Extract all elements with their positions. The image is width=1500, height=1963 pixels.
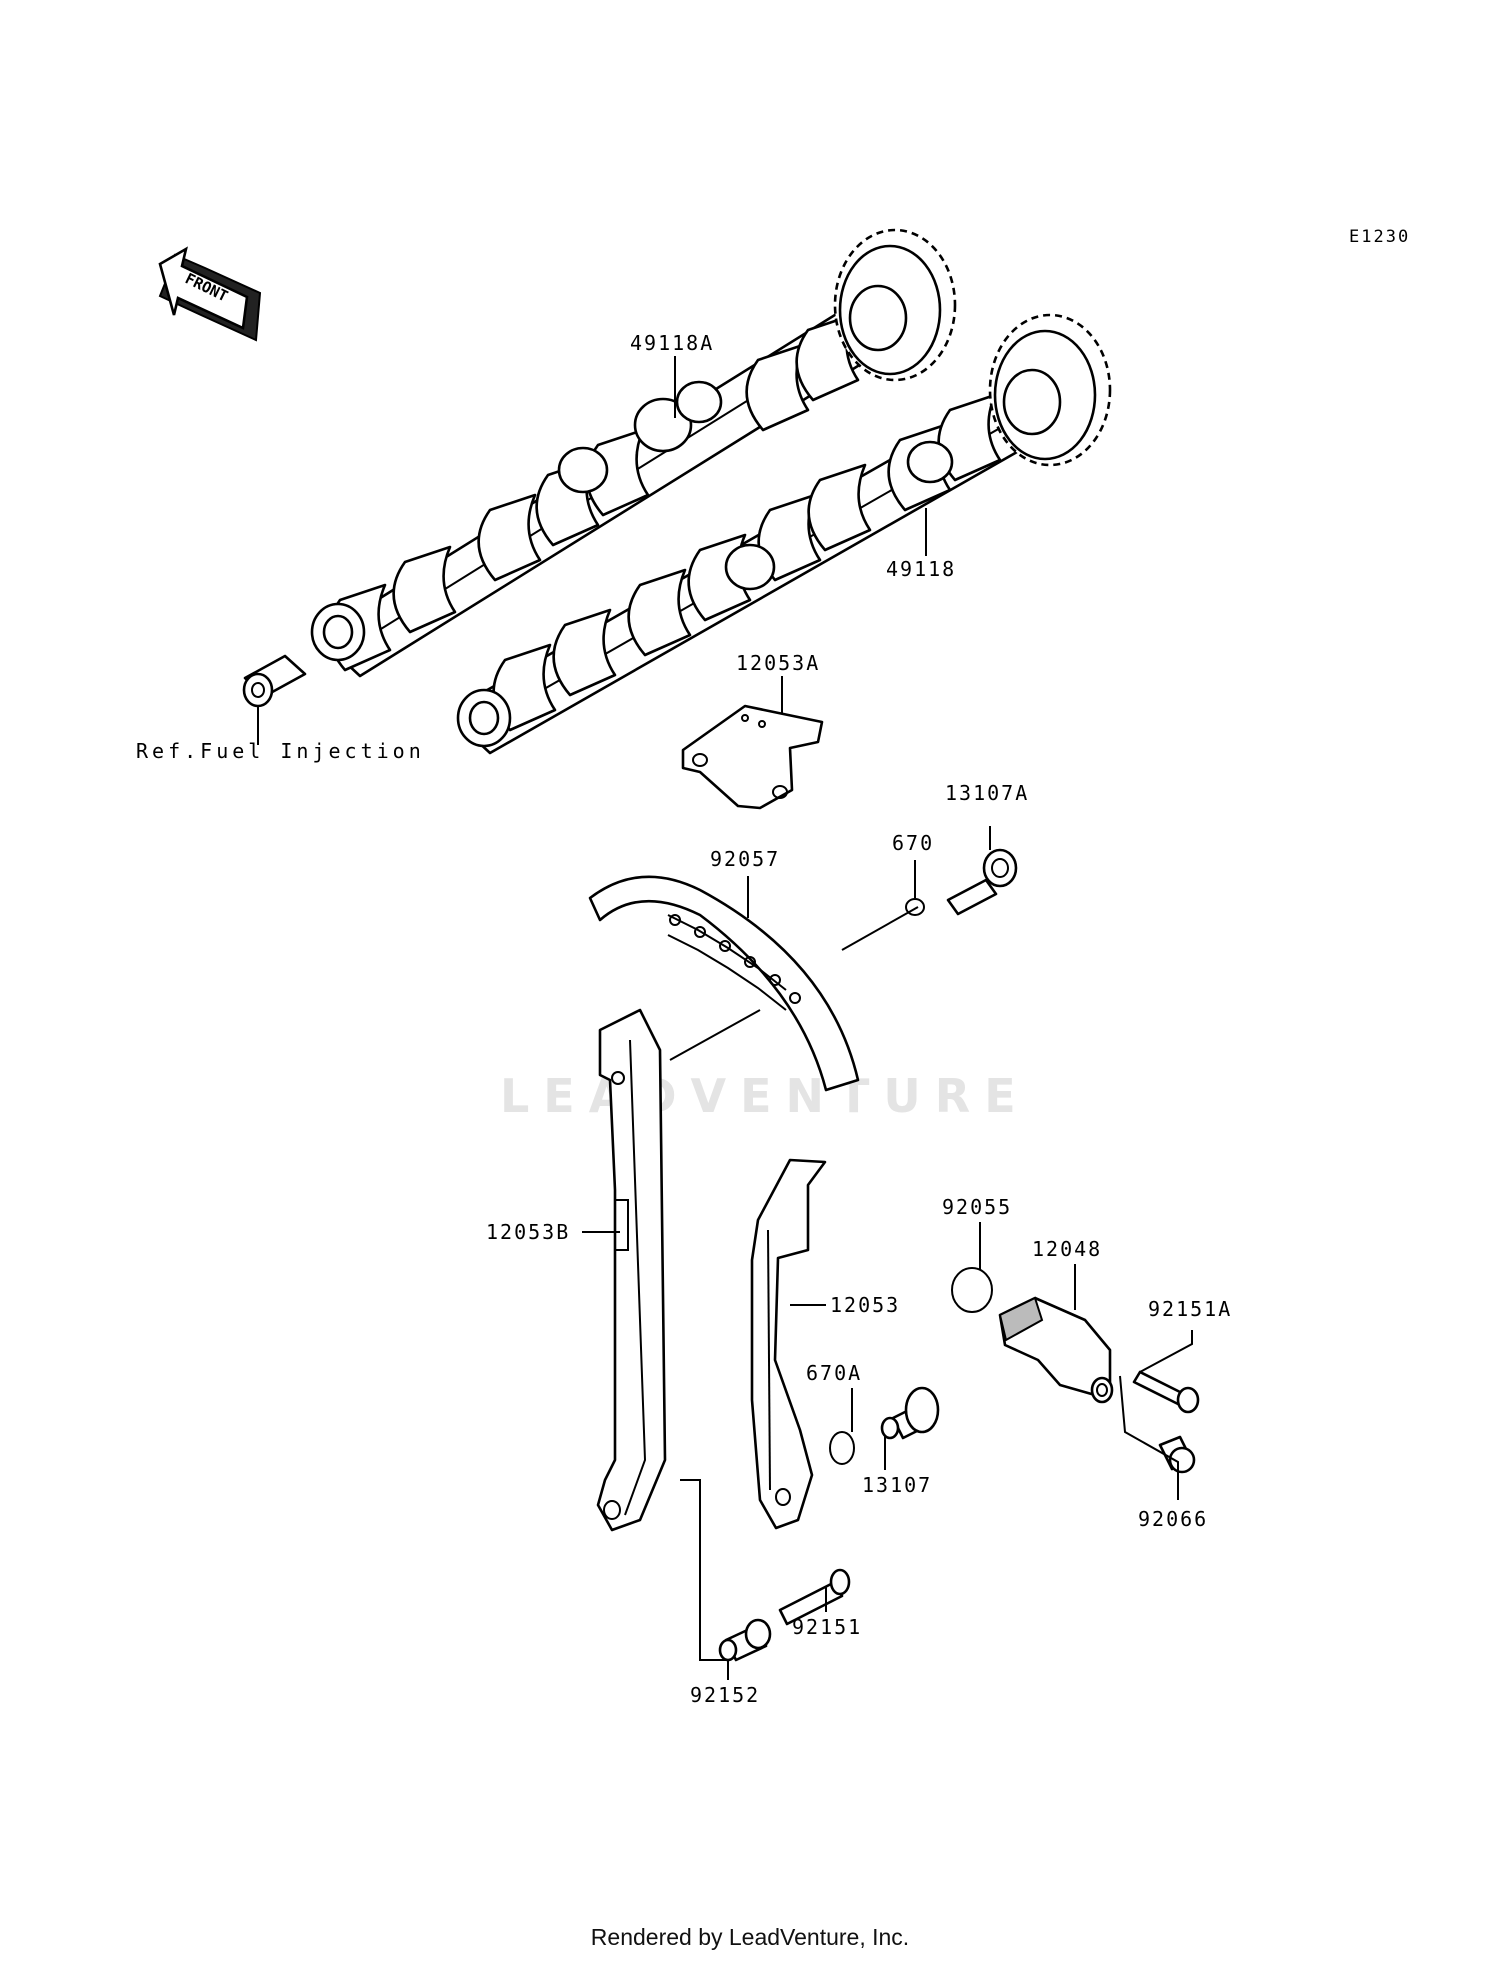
cam-end-fitting (242, 654, 307, 708)
sprocket-intake (988, 313, 1112, 467)
label-13107A: 13107A (945, 781, 1029, 805)
diagram-id: E1230 (1349, 227, 1410, 247)
journals-intake (724, 440, 954, 591)
label-12053B: 12053B (486, 1220, 570, 1244)
chain-guide-upper (681, 704, 824, 810)
bolt-lower (880, 1386, 940, 1440)
label-12053A: 12053A (736, 651, 820, 675)
timing-chain (588, 875, 860, 1092)
plug-tensioner (1158, 1435, 1196, 1474)
chain-links (667, 914, 801, 1011)
chain-guide-rear (750, 1158, 827, 1530)
label-49118: 49118 (886, 557, 956, 581)
chain-guide-front (596, 1008, 667, 1532)
label-12053: 12053 (830, 1293, 900, 1317)
oring-upper (905, 898, 925, 916)
label-670: 670 (892, 831, 934, 855)
label-670A: 670A (806, 1361, 862, 1385)
chain-tensioner (998, 1296, 1114, 1404)
oring-lower (829, 1431, 855, 1465)
label-92057: 92057 (710, 847, 780, 871)
label-13107: 13107 (862, 1473, 932, 1497)
label-92066: 92066 (1138, 1507, 1208, 1531)
label-92152: 92152 (690, 1683, 760, 1707)
leader-lines (257, 356, 1193, 1680)
watermark: LEADVENTURE (500, 1069, 1030, 1123)
label-12048: 12048 (1032, 1237, 1102, 1261)
camshaft-intake (456, 313, 1112, 755)
camshaft-exhaust (310, 228, 957, 678)
label-92151: 92151 (792, 1615, 862, 1639)
sprocket-exhaust (833, 228, 957, 382)
oring-tensioner (951, 1267, 993, 1313)
collar (718, 1618, 772, 1662)
label-49118A: 49118A (630, 331, 714, 355)
label-92151A: 92151A (1148, 1297, 1232, 1321)
footer-credit: Rendered by LeadVenture, Inc. (590, 1924, 910, 1950)
bolt-upper (946, 848, 1018, 916)
journals-exhaust (557, 380, 723, 494)
ref-note: Ref.Fuel Injection (136, 739, 425, 763)
front-arrow-icon: FRONT (158, 246, 262, 342)
label-92055: 92055 (942, 1195, 1012, 1219)
part-labels: 49118A 49118 12053A 13107A 670 92057 120… (136, 331, 1232, 1707)
bolt-tensioner (1132, 1370, 1200, 1414)
